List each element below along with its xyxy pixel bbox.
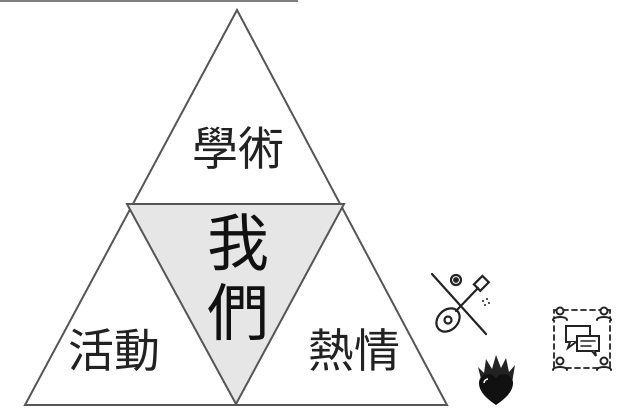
center-label-line2: 們 — [207, 277, 269, 350]
top-label: 學術 — [192, 122, 284, 176]
left-label: 活動 — [68, 324, 160, 378]
center-label-line1: 我 — [207, 207, 269, 280]
inner-triangle — [125, 203, 346, 407]
flame-heart-icon — [478, 355, 515, 405]
right-label: 熱情 — [308, 324, 400, 378]
group-chat-icon — [552, 306, 612, 371]
guitar-icon — [430, 272, 491, 336]
